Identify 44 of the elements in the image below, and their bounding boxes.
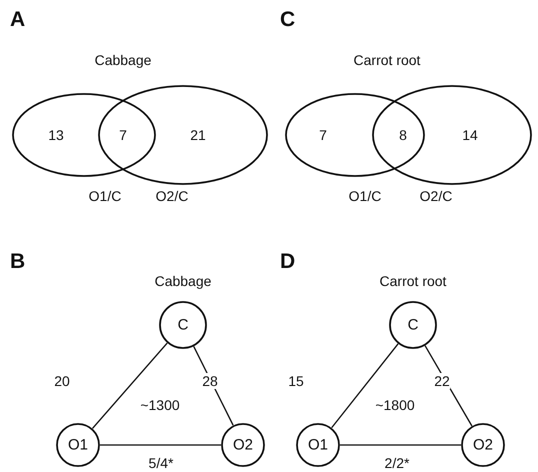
connector-line [424, 345, 472, 426]
panel-letter: A [10, 8, 26, 32]
set-label: O2/C [420, 188, 452, 204]
node-circle [461, 423, 505, 467]
set-label: O1/C [88, 188, 122, 204]
connector-line [331, 343, 399, 428]
node-circle [389, 301, 437, 349]
edge-label: 15 [288, 373, 304, 389]
connector-line [100, 444, 221, 446]
edge-label: 22 [434, 373, 450, 389]
node-label: O2 [473, 436, 493, 454]
node-label: C [178, 316, 188, 334]
panel-title: Cabbage [94, 52, 152, 68]
region-count: Carrot root [354, 52, 420, 68]
node-circle [221, 423, 265, 467]
node-circle [296, 423, 340, 467]
edge-label: 2/2* [384, 455, 410, 471]
region-count: Cabbage [154, 273, 212, 289]
connector-line [340, 444, 461, 446]
connector-line [193, 346, 234, 426]
set-label: O1/C [348, 188, 382, 204]
region-count: 7 [119, 127, 127, 143]
panel-letter: B [10, 250, 26, 274]
node-label: C [408, 316, 418, 334]
node-circle [159, 301, 207, 349]
node-label: O1 [308, 436, 328, 454]
region-count: 13 [48, 127, 64, 143]
region-count: 14 [462, 127, 478, 143]
edge-label: 20 [54, 373, 70, 389]
edge-label: 5/4* [148, 455, 174, 471]
region-count: 8 [399, 127, 407, 143]
edge-label: 28 [202, 373, 218, 389]
node-circle [56, 423, 100, 467]
panel-letter: D [280, 250, 296, 274]
region-count: 21 [190, 127, 206, 143]
region-count: ~1800 [375, 397, 415, 413]
set-label: O2/C [156, 188, 188, 204]
node-label: O2 [233, 436, 253, 454]
panel-letter: C [280, 8, 296, 32]
region-count: ~1300 [140, 397, 180, 413]
connector-line [92, 342, 168, 429]
region-count: Carrot root [380, 273, 446, 289]
node-label: O1 [68, 436, 88, 454]
region-count: 7 [319, 127, 327, 143]
